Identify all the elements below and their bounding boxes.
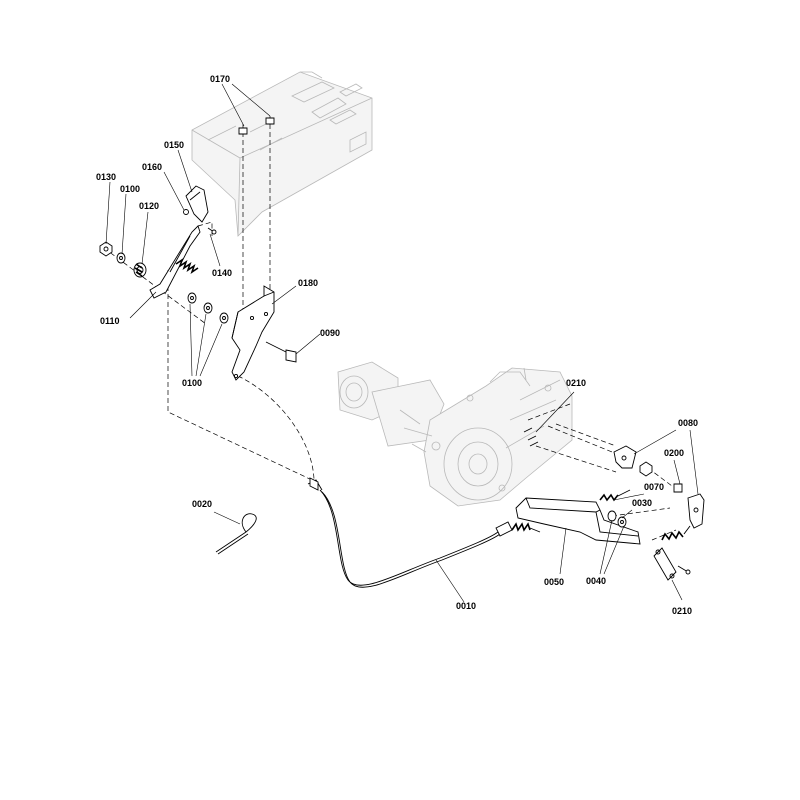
- label-0130: 0130: [96, 172, 116, 182]
- washers-0100-b: [187, 292, 229, 324]
- label-0110: 0110: [100, 316, 120, 326]
- link-0210-bottom: [653, 547, 691, 581]
- label-0210-bottom: 0210: [672, 606, 692, 616]
- pins-0210-top: [523, 427, 539, 447]
- screw-0200: [673, 483, 683, 493]
- label-0120: 0120: [139, 201, 159, 211]
- pedal-arm-0110: [149, 225, 201, 299]
- label-0050: 0050: [544, 577, 564, 587]
- label-0100-b: 0100: [182, 378, 202, 388]
- nut-0080-left: [639, 461, 653, 477]
- bracket-0080-left: [613, 445, 637, 469]
- cable-tie-0020: [215, 513, 257, 555]
- label-0040: 0040: [586, 576, 606, 586]
- washer-0100-a: [116, 252, 126, 264]
- bushing-0120: [133, 262, 147, 278]
- label-0200: 0200: [664, 448, 684, 458]
- part-labels: 0170 0150 0160 0130 0100 0120 0140 0110 …: [96, 74, 698, 616]
- bolt-0090: [265, 341, 297, 363]
- label-0160: 0160: [142, 162, 162, 172]
- transaxle-ghost: [337, 361, 573, 507]
- spring-0070-a: [599, 489, 631, 502]
- bracket-0180: [231, 285, 275, 381]
- label-0090: 0090: [320, 328, 340, 338]
- label-0100-a: 0100: [120, 184, 140, 194]
- screw-0140: [207, 227, 217, 235]
- pedal-0150: [185, 185, 209, 223]
- label-0030: 0030: [632, 498, 652, 508]
- nut-0130: [99, 241, 113, 257]
- label-0180: 0180: [298, 278, 318, 288]
- assembly-guide-lines: [103, 116, 677, 541]
- label-0010: 0010: [456, 601, 476, 611]
- leader-lines: [105, 83, 699, 603]
- label-0170: 0170: [210, 74, 230, 84]
- pin-0160: [183, 209, 189, 215]
- label-0070: 0070: [644, 482, 664, 492]
- cable-0010: [307, 477, 541, 588]
- label-0210-top: 0210: [566, 378, 586, 388]
- label-0140: 0140: [212, 268, 232, 278]
- washers-0030-0040: [607, 510, 627, 528]
- bracket-0080-right: [687, 493, 705, 529]
- label-0080: 0080: [678, 418, 698, 428]
- spring-0070-b: [661, 525, 691, 541]
- dash-panel-ghost: [191, 71, 373, 237]
- label-0020: 0020: [192, 499, 212, 509]
- bolts-0170: [238, 117, 275, 135]
- label-0150: 0150: [164, 140, 184, 150]
